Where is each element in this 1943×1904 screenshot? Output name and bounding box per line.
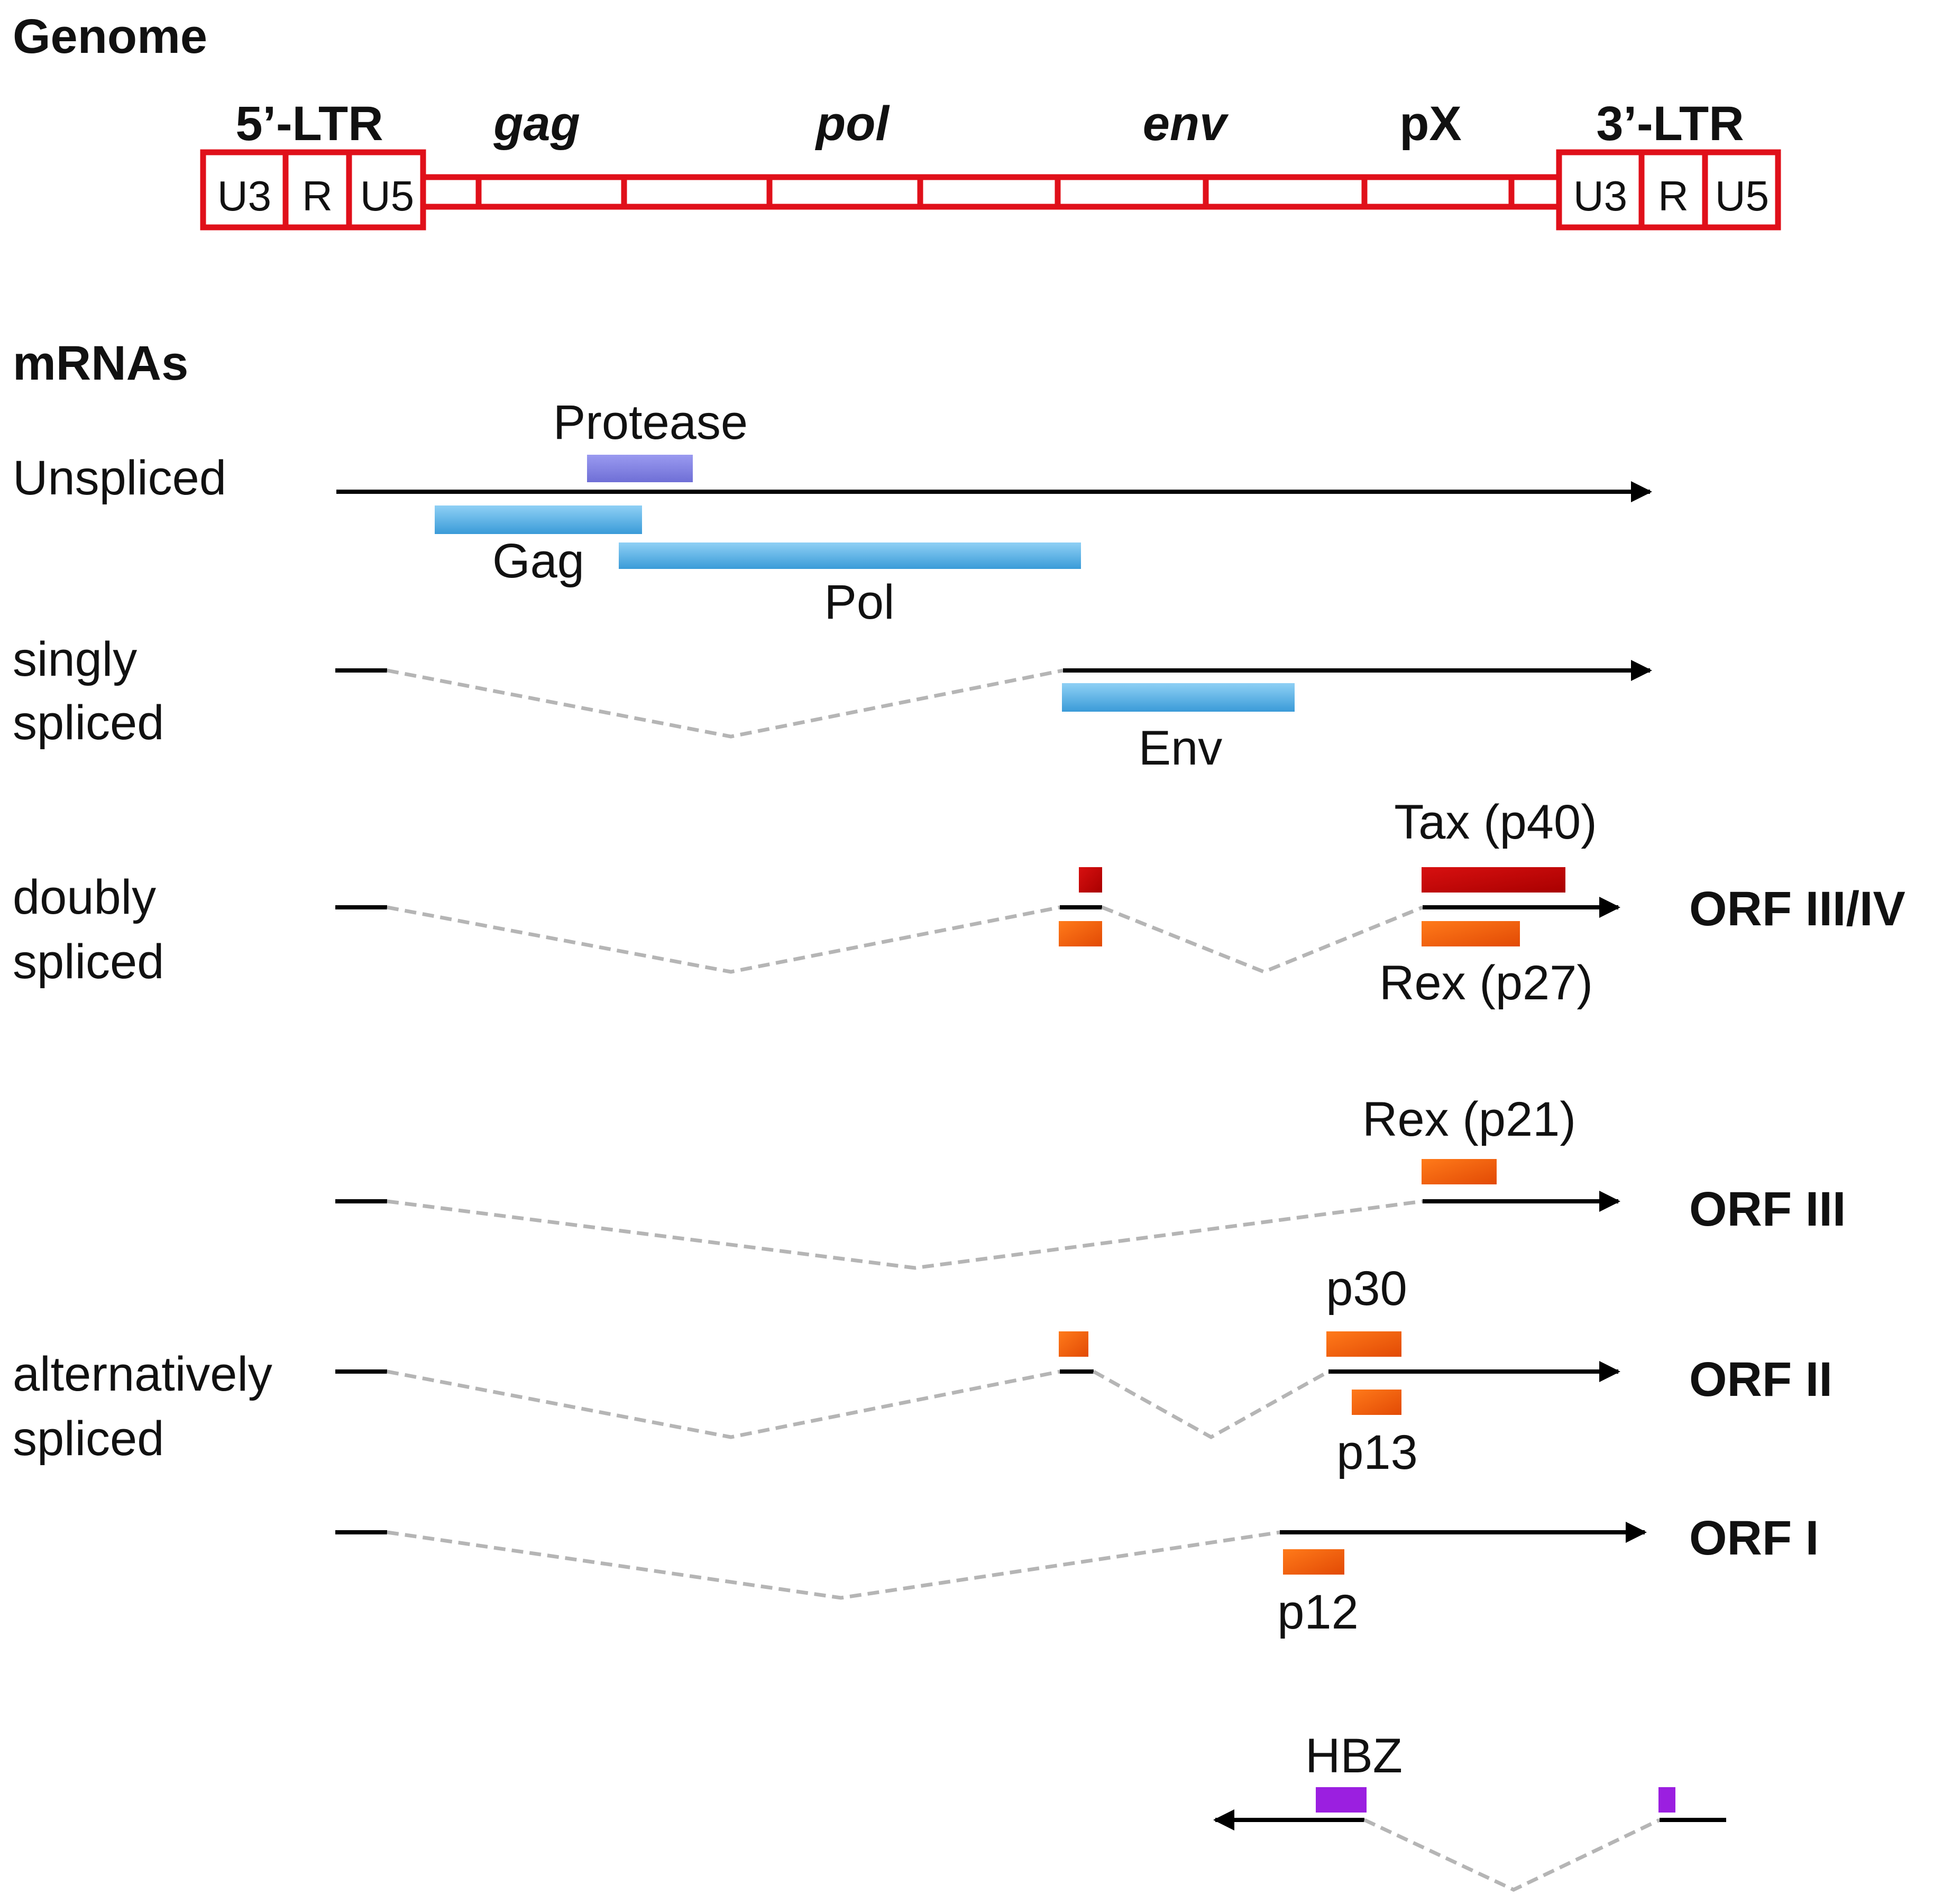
pol-protein-label: Pol <box>824 575 895 629</box>
tax-exon-bar <box>1079 867 1102 893</box>
rex-p27-label: Rex (p27) <box>1379 956 1593 1010</box>
p30-label: p30 <box>1326 1262 1407 1316</box>
doubly-spliced-transcript: doubly spliced Tax (p40) Rex (p27) ORF I… <box>13 795 1905 1010</box>
doubly-label-line1: doubly <box>13 870 156 924</box>
splice-intron <box>1093 1369 1330 1440</box>
p13-label: p13 <box>1336 1425 1418 1479</box>
p30-exon-bar <box>1059 1331 1088 1357</box>
genome-map: 5’-LTR gag pol env pX 3’-LTR U3 R U5 U3 … <box>200 97 1781 231</box>
tax-label: Tax (p40) <box>1394 795 1597 849</box>
ltr5-box <box>200 149 426 231</box>
rex-p27-exon-bar <box>1059 921 1102 946</box>
p30-bar <box>1326 1331 1401 1357</box>
singly-spliced-transcript: singly spliced Env <box>13 632 1652 775</box>
ltr3-r: R <box>1658 172 1689 219</box>
orf-iii-iv-label: ORF III/IV <box>1689 882 1905 936</box>
splice-intron <box>387 1199 1423 1270</box>
singly-label-line2: spliced <box>13 696 164 750</box>
orf-ii-label: ORF II <box>1689 1353 1832 1406</box>
ltr5-u3: U3 <box>217 172 271 219</box>
p12-label: p12 <box>1277 1585 1359 1639</box>
protease-label: Protease <box>553 395 748 449</box>
singly-label-line1: singly <box>13 632 137 686</box>
env-gene-label: env <box>1143 97 1229 151</box>
tax-bar <box>1422 867 1565 893</box>
unspliced-transcript: Unspliced Protease Gag Pol <box>13 395 1652 629</box>
alternatively-label-line1: alternatively <box>13 1347 272 1401</box>
gag-protein-label: Gag <box>492 534 584 588</box>
doubly-label-line2: spliced <box>13 935 164 989</box>
orf-i-label: ORF I <box>1689 1511 1819 1565</box>
hbz-exon-bar <box>1658 1787 1675 1813</box>
genome-heading: Genome <box>13 10 207 63</box>
rex-p27-bar <box>1422 921 1520 946</box>
px-gene-label: pX <box>1399 97 1462 151</box>
gag-bar <box>435 505 642 534</box>
ltr3-u3: U3 <box>1573 172 1627 219</box>
alternatively-label-line2: spliced <box>13 1412 164 1466</box>
orf-iii-transcript: Rex (p21) ORF III <box>335 1092 1846 1270</box>
p13-bar <box>1352 1390 1401 1415</box>
hbz-transcript: HBZ <box>1213 1729 1726 1892</box>
env-protein-label: Env <box>1139 721 1223 775</box>
ltr5-label: 5’-LTR <box>235 97 383 151</box>
splice-intron <box>387 668 1064 739</box>
mrnas-heading: mRNAs <box>13 336 188 390</box>
ltr5-r: R <box>302 172 333 219</box>
orf-i-transcript: p12 ORF I <box>335 1511 1819 1639</box>
splice-intron <box>387 905 1060 974</box>
orf-iii-label: ORF III <box>1689 1182 1846 1236</box>
splice-intron <box>387 1530 1280 1600</box>
gag-gene-label: gag <box>493 97 580 151</box>
protease-bar <box>587 455 693 482</box>
ltr3-u5: U5 <box>1715 172 1769 219</box>
genome-coding-body <box>420 174 1562 210</box>
hbz-bar <box>1316 1787 1367 1813</box>
splice-intron <box>1101 905 1424 974</box>
orf-ii-transcript: alternatively spliced p30 p13 ORF II <box>13 1262 1832 1479</box>
pol-bar <box>619 542 1081 569</box>
p12-bar <box>1283 1549 1344 1575</box>
splice-intron <box>1363 1818 1661 1892</box>
ltr5-u5: U5 <box>360 172 414 219</box>
splice-intron <box>387 1369 1060 1439</box>
rex-p21-bar <box>1422 1159 1497 1184</box>
hbz-label: HBZ <box>1305 1729 1403 1783</box>
pol-gene-label: pol <box>814 97 890 151</box>
rex-p21-label: Rex (p21) <box>1362 1092 1576 1146</box>
ltr3-label: 3’-LTR <box>1596 97 1744 151</box>
unspliced-label: Unspliced <box>13 451 226 505</box>
env-bar <box>1062 683 1295 712</box>
ltr3-box <box>1556 149 1781 231</box>
